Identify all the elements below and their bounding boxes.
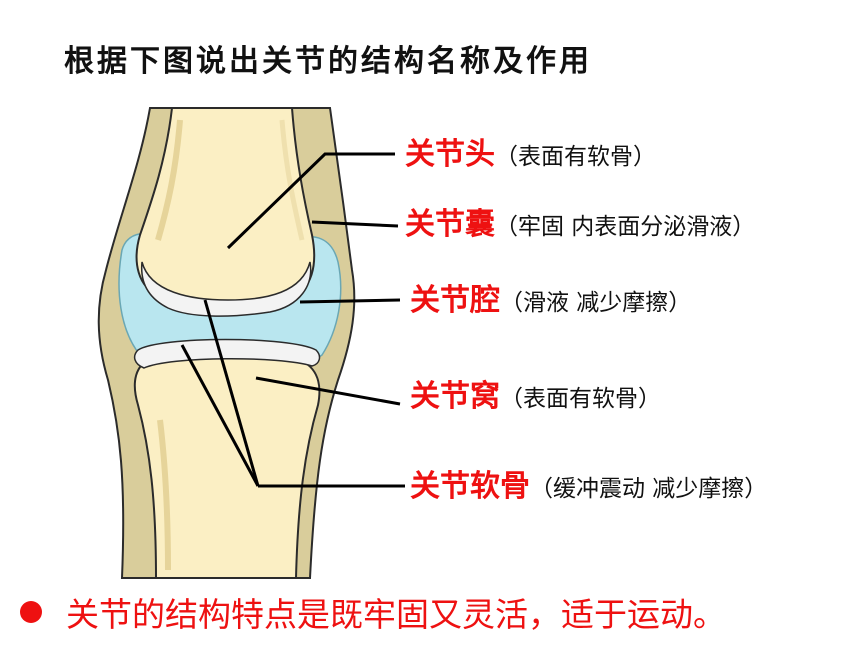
leader-line-cartilage-lower [180, 344, 260, 487]
lower-cartilage [133, 338, 321, 369]
label-joint-socket-name: 关节窝 [410, 379, 500, 414]
upper-cartilage [140, 261, 312, 317]
label-joint-head-name: 关节头 [405, 137, 495, 172]
summary-line: 关节的结构特点是既牢固又灵活，适于运动。 [20, 588, 726, 636]
page-title: 根据下图说出关节的结构名称及作用 [64, 44, 592, 79]
leader-line-socket [255, 376, 401, 406]
label-joint-cavity-note: （滑液 减少摩擦） [500, 290, 692, 316]
label-joint-capsule-note: （牢固 内表面分泌滑液） [495, 214, 756, 240]
label-joint-capsule-name: 关节囊 [405, 207, 495, 242]
bullet-icon [20, 601, 42, 623]
label-joint-head: 关节头（表面有软骨） [405, 140, 656, 170]
label-joint-cavity-name: 关节腔 [410, 283, 500, 318]
label-joint-head-note: （表面有软骨） [495, 144, 656, 170]
leader-line-cartilage-upper [203, 299, 260, 487]
leader-line-head [226, 152, 395, 250]
label-articular-cartilage-name: 关节软骨 [410, 469, 530, 504]
label-joint-cavity: 关节腔（滑液 减少摩擦） [410, 286, 691, 316]
label-articular-cartilage: 关节软骨（缓冲震动 减少摩擦） [410, 472, 767, 502]
bone-shade-left [155, 119, 183, 241]
leader-line-cavity [299, 298, 401, 304]
label-articular-cartilage-note: （缓冲震动 减少摩擦） [530, 476, 768, 502]
label-joint-socket: 关节窝（表面有软骨） [410, 382, 661, 412]
leader-line-capsule [311, 220, 399, 228]
label-joint-socket-note: （表面有软骨） [500, 386, 661, 412]
summary-text: 关节的结构特点是既牢固又灵活，适于运动。 [66, 595, 726, 634]
lower-shade-left [157, 419, 171, 571]
label-joint-capsule: 关节囊（牢固 内表面分泌滑液） [405, 210, 755, 240]
